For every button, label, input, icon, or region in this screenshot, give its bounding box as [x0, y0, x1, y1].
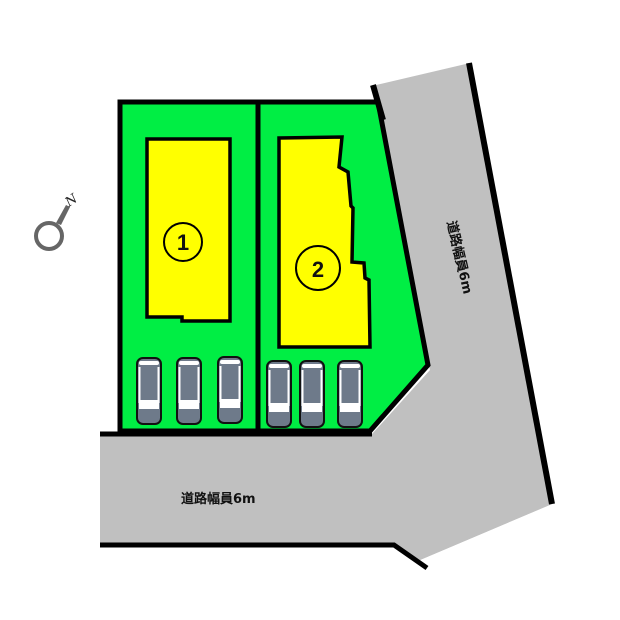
south-road: [100, 370, 552, 560]
parking-car-1c: [217, 356, 243, 424]
north-arrow-icon: N: [34, 191, 81, 251]
parking-car-2b: [299, 360, 325, 428]
east-road: [372, 63, 552, 560]
parking-car-1b: [176, 357, 202, 425]
lot-1-number: 1: [177, 230, 189, 255]
lot-2-number: 2: [312, 257, 324, 282]
south-road-label: 道路幅員6m: [181, 491, 256, 507]
south-road-south-edge: [100, 542, 429, 571]
parking-car-2a: [266, 360, 292, 428]
parking-car-2c: [337, 360, 363, 428]
building-1: [145, 137, 232, 323]
building-2: [277, 135, 372, 349]
lot-2-number-badge: 2: [295, 245, 341, 291]
east-road-east-edge: [466, 62, 555, 505]
lot-1-number-badge: 1: [163, 222, 203, 262]
east-road-west-edge: [370, 84, 386, 121]
parking-car-1a: [136, 357, 162, 425]
